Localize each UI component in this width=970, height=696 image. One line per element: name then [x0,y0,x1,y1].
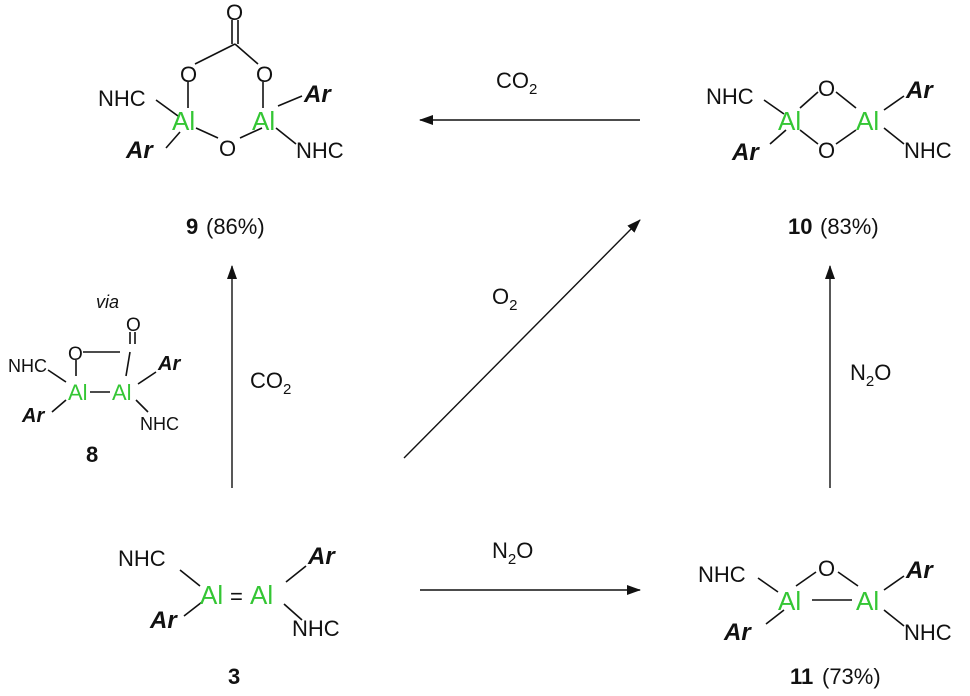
compound-3-number: 3 [228,664,240,689]
al-nhc-bond-9 [275,127,297,145]
c-o-bond-9r [234,43,259,65]
via-label: via [96,292,119,312]
aluminium-11-right: Al [856,586,879,616]
compound-8-number: 8 [86,442,98,467]
reagent-n2o-bottom: N2O [492,538,533,568]
nhc-9-right: NHC [296,138,344,163]
al-o-bond-9br [239,127,263,139]
aluminium-3-left: Al [200,580,223,610]
double-bond-3: = [230,584,243,609]
nhc-11-left: NHC [698,562,746,587]
nhc-3-left: NHC [118,546,166,571]
aluminium-11-left: Al [778,586,801,616]
al-o-bond-10bl [799,129,819,145]
nhc-11-right: NHC [904,620,952,645]
oxygen-11: O [818,556,835,581]
c-o-bond-9l [194,43,236,65]
al-o-bond-11l [795,571,817,587]
ar-al-bond-9 [165,131,181,149]
o-al-bond-11r [837,571,859,587]
al-ar-bond-9 [277,95,303,107]
nhc-3-right: NHC [292,616,340,641]
compound-9-number: 9 [186,214,198,239]
compound-10: O O Al Al NHC Ar Ar NHC 10 (83%) [706,76,952,239]
c-al-bond-8 [125,351,131,377]
oxygen-9-left: O [180,62,197,87]
al-nhc-bond-10 [883,127,905,145]
compound-10-number: 10 [788,214,812,239]
al-ar-bond-8 [137,371,157,385]
compound-9-yield: (86%) [206,214,265,239]
al-nhc-bond-3 [283,603,303,621]
compound-11: O Al Al NHC Ar Ar NHC 11 (73%) [698,556,952,689]
ar-al-bond-11 [765,609,785,625]
al-ar-bond-10 [883,95,905,111]
aluminium-3-right: Al [250,580,273,610]
nhc-al-bond-11 [757,577,779,593]
nhc-al-bond-8 [47,369,67,383]
oxygen-10-top: O [818,76,835,101]
compound-3: NHC Al = Al Ar Ar NHC 3 [118,543,340,689]
ar-9-right: Ar [303,81,332,108]
reagent-n2o-right: N2O [850,360,891,390]
nhc-al-bond-9 [155,99,179,117]
compound-10-yield: (83%) [820,214,879,239]
ar-10-right: Ar [905,77,934,104]
ar-9-left: Ar [125,137,154,164]
aluminium-10-right: Al [856,106,879,136]
carbonyl-oxygen-9: O [226,0,243,25]
compound-11-number: 11 [790,664,813,689]
reagent-co2-top: CO2 [496,68,537,98]
ar-8-left: Ar [21,405,45,427]
ar-3-left: Ar [149,607,178,634]
o-al-bond-10br [835,129,857,145]
arrow-3-to-10 [403,219,641,459]
ar-10-left: Ar [731,139,760,166]
oxygen-9-right: O [256,62,273,87]
ar-al-bond-8 [51,399,67,413]
nhc-8-right: NHC [140,414,179,434]
aluminium-8-right: Al [112,380,132,405]
oxygen-9-bottom: O [219,136,236,161]
carbonyl-oxygen-8: O [126,315,141,336]
ar-11-right: Ar [905,557,934,584]
oxygen-10-bottom: O [818,138,835,163]
al-ar-bond-11 [883,575,905,591]
nhc-al-bond-10 [763,99,785,115]
al-o-bond-10tl [799,91,819,109]
aluminium-9-right: Al [252,106,275,136]
nhc-10-left: NHC [706,84,754,109]
ar-al-bond-3 [183,601,203,617]
compound-11-yield: (73%) [822,664,881,689]
al-nhc-bond-8 [135,399,149,413]
compound-9: O O O O Al Al NHC Ar Ar NHC 9 (86%) [98,0,344,239]
nhc-8-left: NHC [8,356,47,376]
nhc-10-right: NHC [904,138,952,163]
reagent-o2-diagonal: O2 [492,284,517,314]
aluminium-8-left: Al [68,380,88,405]
ar-8-right: Ar [157,353,181,375]
nhc-9-left: NHC [98,86,146,111]
al-nhc-bond-11 [883,609,905,627]
al-o-bond-9bl [195,127,219,139]
al-ar-bond-3 [285,565,307,583]
aluminium-9-left: Al [172,106,195,136]
nhc-al-bond-3 [179,569,201,587]
ar-3-right: Ar [307,543,336,570]
aluminium-10-left: Al [778,106,801,136]
ar-al-bond-10 [769,129,787,145]
ar-11-left: Ar [723,619,752,646]
oxygen-8: O [68,344,83,365]
reagent-co2-left: CO2 [250,368,291,398]
compound-8: via O O Al Al NHC Ar Ar NHC 8 [8,292,181,467]
o-al-bond-10tr [835,91,857,109]
